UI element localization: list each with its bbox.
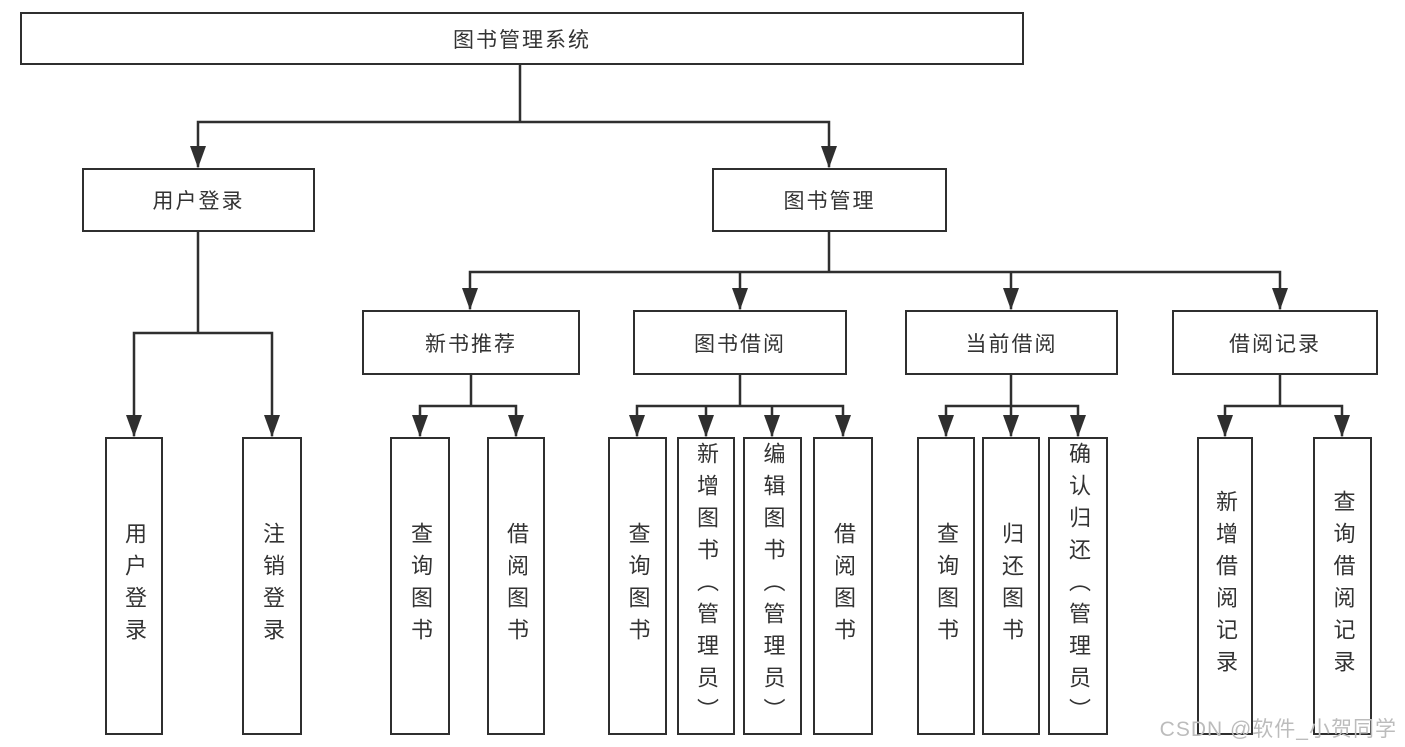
leaf-query-books-borrow: 查询图书: [608, 437, 667, 735]
leaf-label: 查询借阅记录: [1330, 490, 1356, 682]
leaf-query-books-recommend: 查询图书: [390, 437, 450, 735]
leaf-label: 查询图书: [408, 522, 433, 650]
leaf-borrow-books-recommend: 借阅图书: [487, 437, 545, 735]
leaf-label: 用户登录: [122, 522, 147, 650]
node-book-management: 图书管理: [712, 168, 947, 232]
leaf-user-login: 用户登录: [105, 437, 163, 735]
leaf-add-books-admin: 新增图书（管理员）: [677, 437, 735, 735]
leaf-label: 查询图书: [625, 522, 651, 650]
leaf-confirm-return-admin: 确认归还（管理员）: [1048, 437, 1108, 735]
csdn-watermark: CSDN @软件_小贺同学: [1159, 718, 1397, 741]
leaf-label: 确认归还（管理员）: [1066, 442, 1091, 730]
node-borrow-records: 借阅记录: [1172, 310, 1378, 375]
leaf-query-books-current: 查询图书: [917, 437, 975, 735]
leaf-add-borrow-record: 新增借阅记录: [1197, 437, 1253, 735]
node-current-borrow: 当前借阅: [905, 310, 1118, 375]
leaf-borrow-books: 借阅图书: [813, 437, 873, 735]
leaf-label: 查询图书: [934, 522, 959, 650]
leaf-return-books: 归还图书: [982, 437, 1040, 735]
node-user-login: 用户登录: [82, 168, 315, 232]
leaf-label: 新增图书（管理员）: [694, 442, 719, 730]
leaf-logout: 注销登录: [242, 437, 302, 735]
node-root: 图书管理系统: [20, 12, 1024, 65]
leaf-label: 归还图书: [999, 522, 1024, 650]
node-new-book-recommend: 新书推荐: [362, 310, 580, 375]
leaf-label: 借阅图书: [504, 522, 529, 650]
leaf-label: 编辑图书（管理员）: [760, 442, 786, 730]
connector-paths: [132, 63, 1344, 437]
leaf-edit-books-admin: 编辑图书（管理员）: [743, 437, 802, 735]
arrowheads: [126, 146, 1350, 437]
leaf-label: 借阅图书: [831, 522, 856, 650]
node-book-borrow: 图书借阅: [633, 310, 847, 375]
leaf-query-borrow-record: 查询借阅记录: [1313, 437, 1372, 735]
leaf-label: 注销登录: [260, 522, 285, 650]
leaf-label: 新增借阅记录: [1213, 490, 1238, 682]
